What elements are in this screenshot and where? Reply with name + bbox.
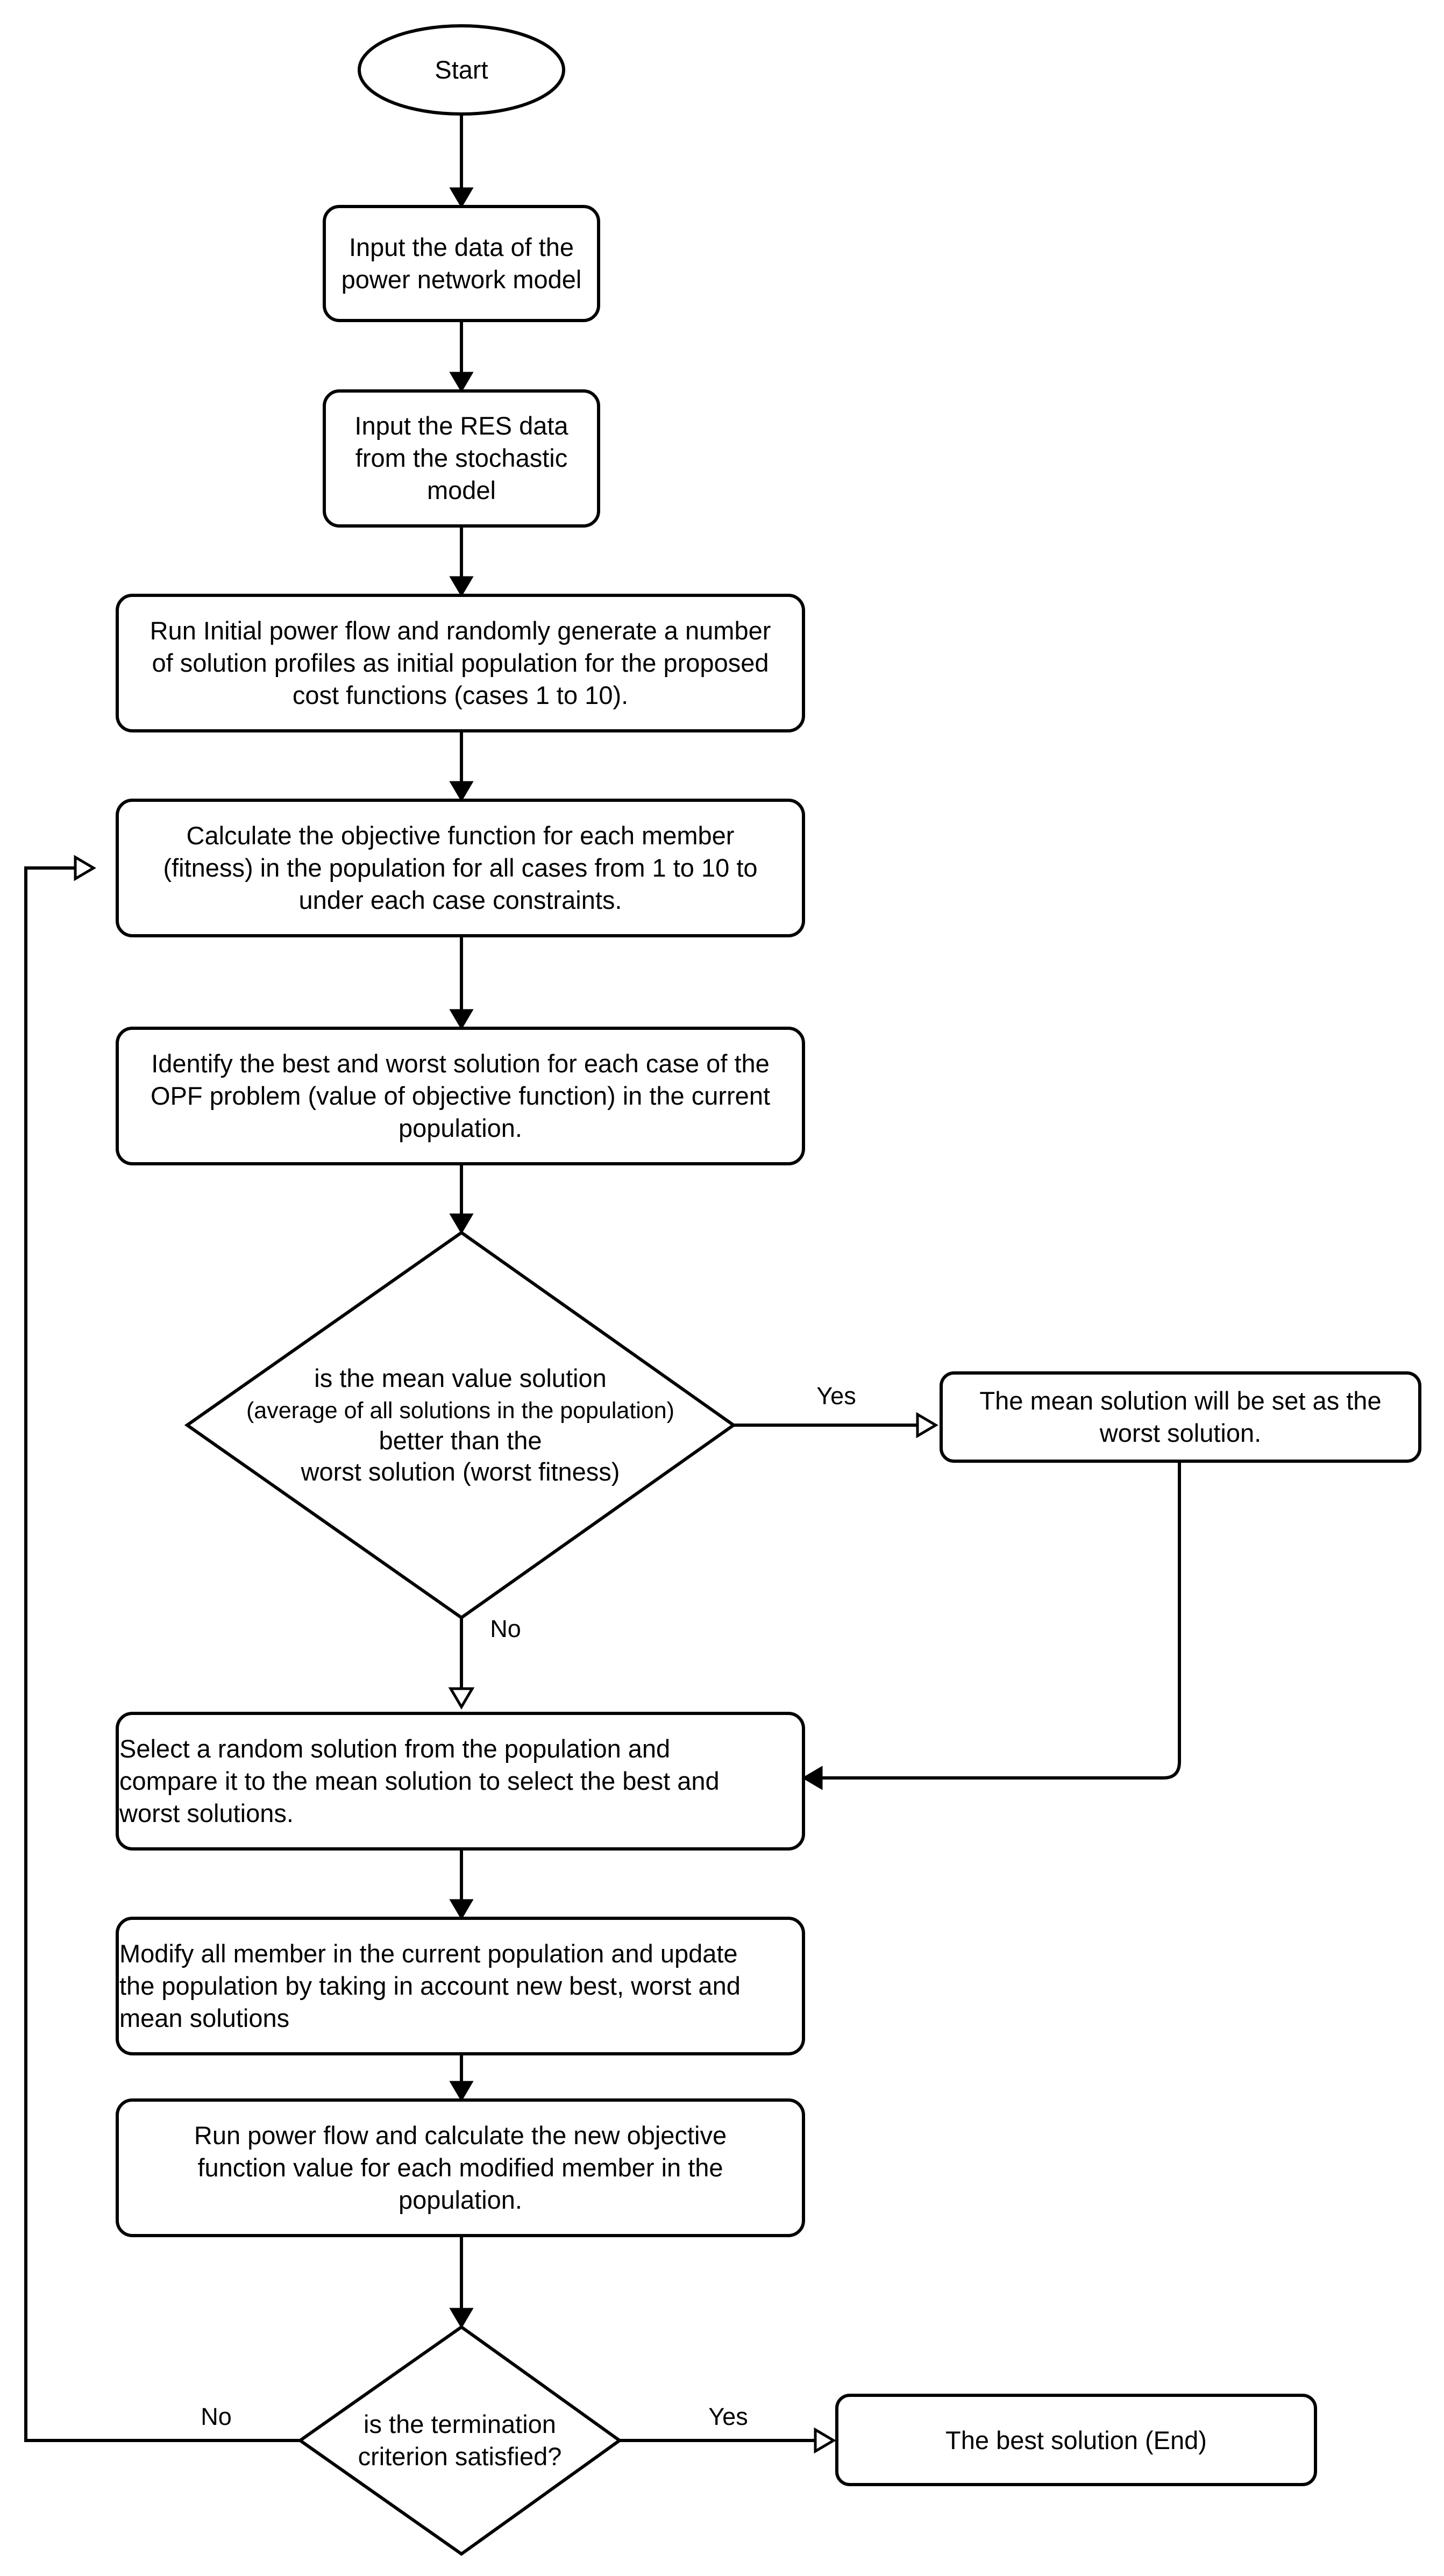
identify-best-worst-line: Identify the best and worst solution for…: [151, 1049, 770, 1078]
arrowhead-solid: [449, 1213, 474, 1234]
termination-decision-line: criterion satisfied?: [358, 2442, 562, 2471]
arrowhead-solid: [449, 372, 474, 393]
select-random-node: Select a random solution from the popula…: [116, 1712, 805, 1851]
run-power-flow-line: function value for each modified member …: [197, 2153, 723, 2182]
arrowhead-solid: [449, 781, 474, 802]
mean-set-worst-line: The mean solution will be set as the: [979, 1386, 1381, 1415]
identify-best-worst-line: OPF problem (value of objective function…: [151, 1081, 770, 1110]
modify-members-line: the population by taking in account new …: [119, 1972, 741, 2000]
termination-yes-label: Yes: [708, 2403, 748, 2430]
initial-flow-line: cost functions (cases 1 to 10).: [293, 681, 628, 709]
mean-decision-line: (average of all solutions in the populat…: [246, 1398, 674, 1424]
best-solution-end-label: The best solution (End): [945, 2426, 1207, 2454]
mean-set-worst-box: [940, 1371, 1421, 1463]
input-res-node: Input the RES data from the stochastic mod…: [323, 389, 600, 528]
mean-decision-label: is the mean value solution (average of al…: [246, 1364, 674, 1486]
mean-decision-node: is the mean value solution (average of al…: [184, 1230, 737, 1620]
edge-labels: Yes No No Yes: [201, 1382, 856, 2430]
identify-best-worst-box: [116, 1027, 805, 1165]
initial-flow-line: of solution profiles as initial populati…: [152, 649, 769, 677]
mean-set-worst-label: The mean solution will be set as the wors…: [979, 1386, 1381, 1447]
arrowhead-solid: [449, 1009, 474, 1030]
mean-decision-line: worst solution (worst fitness): [301, 1457, 620, 1486]
calc-objective-label: Calculate the objective function for eac…: [163, 821, 757, 914]
best-solution-end-box: [835, 2394, 1317, 2486]
select-random-line: compare it to the mean solution to selec…: [119, 1767, 720, 1795]
input-res-box: [323, 389, 600, 528]
modify-members-node: Modify all member in the current populat…: [116, 1917, 805, 2055]
mean-set-worst-node: The mean solution will be set as the wors…: [940, 1371, 1421, 1463]
arrowhead-open: [74, 855, 96, 881]
start-line: Start: [435, 55, 488, 84]
start-node: Start: [358, 24, 565, 116]
modify-members-box: [116, 1917, 805, 2055]
input-network-line: Input the data of the: [349, 233, 574, 261]
mean-set-worst-line: worst solution.: [1099, 1419, 1261, 1447]
input-network-line: power network model: [342, 265, 582, 294]
input-network-node: Input the data of the power network model: [323, 205, 600, 322]
input-res-line: model: [427, 476, 496, 504]
mean-decision-line: better than the: [379, 1426, 542, 1455]
mean-yes-label: Yes: [816, 1382, 856, 1410]
start-terminator: [358, 24, 565, 116]
modify-members-line: Modify all member in the current populat…: [119, 1939, 738, 1968]
mean-decision-line: is the mean value solution: [314, 1364, 606, 1392]
initial-flow-node: Run Initial power flow and randomly gene…: [116, 594, 805, 732]
best-solution-end-node: The best solution (End): [835, 2394, 1317, 2486]
start-label: Start: [435, 55, 488, 84]
run-power-flow-line: Run power flow and calculate the new obj…: [194, 2121, 727, 2150]
modify-members-label: Modify all member in the current populat…: [119, 1939, 741, 2032]
termination-decision-diamond: [297, 2325, 623, 2556]
arrowhead-solid: [802, 1766, 823, 1790]
connectors: [24, 114, 1181, 2454]
arrowhead-solid: [449, 576, 474, 597]
run-power-flow-node: Run power flow and calculate the new obj…: [116, 2098, 805, 2237]
edge-mean-set-worst-to-select: [822, 1458, 1181, 1780]
input-res-label: Input the RES data from the stochastic mod…: [354, 411, 568, 504]
arrowhead-open: [814, 2427, 836, 2454]
run-power-flow-box: [116, 2098, 805, 2237]
identify-best-worst-line: population.: [399, 1114, 522, 1142]
calc-objective-box: [116, 799, 805, 937]
termination-no-label: No: [201, 2403, 232, 2430]
select-random-label: Select a random solution from the popula…: [119, 1734, 720, 1827]
run-power-flow-label: Run power flow and calculate the new obj…: [194, 2121, 727, 2214]
input-res-line: from the stochastic: [355, 444, 567, 472]
arrowhead-solid: [449, 187, 474, 208]
termination-decision-label: is the termination criterion satisfied?: [358, 2410, 562, 2471]
input-res-line: Input the RES data: [354, 411, 568, 440]
termination-decision-node: is the termination criterion satisfied?: [297, 2325, 623, 2556]
calc-objective-line: under each case constraints.: [299, 886, 622, 914]
select-random-line: worst solutions.: [119, 1799, 294, 1827]
select-random-box: [116, 1712, 805, 1851]
mean-decision-diamond: [184, 1230, 737, 1620]
arrowhead-solid: [449, 2308, 474, 2329]
calc-objective-line: (fitness) in the population for all case…: [163, 853, 757, 882]
input-network-box: [323, 205, 600, 322]
best-solution-end-line: The best solution (End): [945, 2426, 1207, 2454]
arrowhead-solid: [449, 2081, 474, 2102]
arrowhead-open: [448, 1687, 475, 1710]
initial-flow-label: Run Initial power flow and randomly gene…: [150, 616, 771, 709]
identify-best-worst-node: Identify the best and worst solution for…: [116, 1027, 805, 1165]
input-network-label: Input the data of the power network model: [342, 233, 582, 294]
calc-objective-line: Calculate the objective function for eac…: [187, 821, 735, 850]
initial-flow-box: [116, 594, 805, 732]
edge-termination-no-loop: [24, 866, 300, 2442]
termination-decision-line: is the termination: [364, 2410, 556, 2438]
select-random-line: Select a random solution from the popula…: [119, 1734, 670, 1763]
calc-objective-node: Calculate the objective function for eac…: [116, 799, 805, 937]
identify-best-worst-label: Identify the best and worst solution for…: [151, 1049, 770, 1142]
modify-members-line: mean solutions: [119, 2004, 289, 2032]
run-power-flow-line: population.: [399, 2186, 522, 2214]
initial-flow-line: Run Initial power flow and randomly gene…: [150, 616, 771, 645]
arrowhead-solid: [449, 1899, 474, 1920]
arrowhead-open: [916, 1412, 938, 1439]
mean-no-label: No: [490, 1615, 521, 1642]
